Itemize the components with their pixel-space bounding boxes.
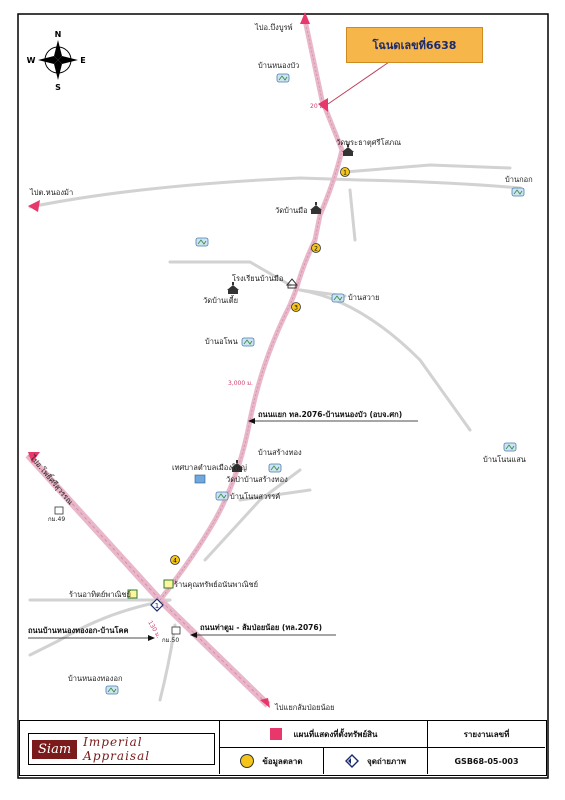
village-icons <box>105 73 525 695</box>
village-icon <box>268 463 282 473</box>
km-post-icon <box>54 506 64 515</box>
village-icon <box>331 293 345 303</box>
brand-cell: Siam Imperial Appraisal <box>20 721 220 774</box>
market-marker-3: 3 <box>291 302 301 312</box>
land-plot-legend-icon <box>269 728 282 740</box>
callout-pointer <box>327 59 393 105</box>
market-legend-icon <box>240 754 255 768</box>
svg-text:1: 1 <box>343 170 347 177</box>
label-shop-thai: ร้านอาทิตย์พาณิชย์ <box>69 590 131 599</box>
village-icon <box>215 491 229 501</box>
distance-20m: 20 ม. <box>310 103 325 110</box>
land-plot-marker <box>318 98 328 112</box>
label-municipality: เทศบาลตำบลเมืองใหญ่ <box>172 463 247 472</box>
arrow-north <box>300 12 310 24</box>
to-nong-hong-label: ไปต.หนองม้า <box>29 188 73 197</box>
legend-land-map: แผนที่แสดงที่ตั้งทรัพย์สิน <box>220 721 428 748</box>
legend-report-label: รายงานเลขที่ <box>428 721 545 748</box>
road-annotation-nong-thong: ถนนบ้านหนองทองอก-บ้านโคค <box>28 625 155 641</box>
km-markers <box>54 506 181 635</box>
arrow-southeast <box>260 698 270 708</box>
arrow-northwest <box>28 452 40 463</box>
temple-icon <box>227 282 239 294</box>
label-ban-kok: บ้านกอก <box>505 175 533 184</box>
village-icon <box>241 337 255 347</box>
compass-e: E <box>80 56 85 65</box>
village-icon <box>195 237 209 247</box>
svg-text:4: 4 <box>173 558 177 565</box>
village-icon <box>105 685 119 695</box>
label-km49: กม.49 <box>48 516 65 523</box>
road-annotation-junction: ถนนแยก ทล.2076-บ้านหนองบัว (อบจ.ศก) <box>248 410 418 424</box>
temple-icons <box>227 144 354 472</box>
shop-icon <box>163 579 174 589</box>
village-icon <box>511 187 525 197</box>
brand-logo: Siam Imperial Appraisal <box>28 733 215 765</box>
km-post-icon <box>171 626 181 635</box>
label-wat-sang-thong: วัดป่าบ้านสร้างทอง <box>226 475 288 484</box>
svg-text:ถนนบ้านหนองทองอก-บ้านโคค: ถนนบ้านหนองทองอก-บ้านโคค <box>28 625 129 635</box>
svg-text:ถนนแยก ทล.2076-บ้านหนองบัว (อบ: ถนนแยก ทล.2076-บ้านหนองบัว (อบจ.ศก) <box>258 410 402 419</box>
temple-icon <box>310 202 322 214</box>
photo-point-text: จุดถ่ายภาพ <box>367 756 406 766</box>
village-icon <box>276 73 290 83</box>
legend-market: ข้อมูลตลาด <box>220 748 324 774</box>
market-data-text: ข้อมูลตลาด <box>262 756 303 766</box>
label-school-ban-mue: โรงเรียนบ้านมือ <box>232 274 283 283</box>
land-title-callout: โฉนดเลขที่6638 <box>346 27 483 63</box>
svg-text:2: 2 <box>314 246 318 253</box>
school-icon <box>285 278 299 289</box>
label-km50: กม.50 <box>162 637 179 644</box>
market-marker-2: 2 <box>311 243 321 253</box>
photo-point-marker: 1 <box>150 598 164 612</box>
svg-text:ถนนท่าตูม - ส้มป่อยน้อย (ทล.20: ถนนท่าตูม - ส้มป่อยน้อย (ทล.2076) <box>200 623 322 633</box>
photo-point-legend-icon <box>345 754 360 768</box>
arrow-west <box>28 200 40 212</box>
label-ban-o-phon: บ้านอโพน <box>205 337 238 346</box>
report-no-label: รายงานเลขที่ <box>463 729 510 739</box>
compass-s: S <box>55 83 61 92</box>
village-icon <box>503 442 517 452</box>
road-annotation-tha-tum: ถนนท่าตูม - ส้มป่อยน้อย (ทล.2076) <box>190 623 336 638</box>
shop-icon <box>127 589 138 599</box>
compass-w: W <box>27 56 36 65</box>
callout-label: โฉนดเลขที่6638 <box>372 39 457 52</box>
photo-point-number: 1 <box>155 602 159 610</box>
market-marker-4: 4 <box>170 555 180 565</box>
label-ban-sang-thong: บ้านสร้างทอง <box>258 448 302 457</box>
label-wat-phrathat: วัดพระธาตุศรีโสภณ <box>336 138 401 147</box>
svg-text:3: 3 <box>294 305 298 312</box>
compass-n: N <box>55 30 62 39</box>
label-wat-ban-mue: วัดบ้านมือ <box>275 206 308 215</box>
legend-photo: จุดถ่ายภาพ <box>324 748 428 774</box>
label-shop-kunsap: ร้านคุณทรัพย์อนันพาณิชย์ <box>174 580 258 589</box>
brand-siam: Siam <box>32 739 78 759</box>
map-frame <box>17 13 549 779</box>
compass-rose: N S E W <box>27 30 86 92</box>
label-wat-ban-tiao: วัดบ้านเตี้ย <box>203 295 238 305</box>
brand-rest: Imperial Appraisal <box>83 735 151 763</box>
label-ban-non-saen: บ้านโนนแสน <box>483 455 526 464</box>
shop-icons <box>127 579 174 599</box>
to-pho-si-label: ไปอ.โพธิ์ศรีสุวรรณ <box>28 452 76 506</box>
temple-icon <box>342 144 354 156</box>
label-ban-nong-thong: บ้านหนองทองอก <box>68 674 123 683</box>
label-ban-suai: บ้านสวาย <box>348 293 380 302</box>
distance-3000m: 3,000 ม. <box>228 380 253 387</box>
temple-icon <box>231 460 243 472</box>
direction-arrows <box>28 12 310 708</box>
land-map-text: แผนที่แสดงที่ตั้งทรัพย์สิน <box>293 729 378 739</box>
to-sam-yaek-label: ไปแยกส้มป่อยน้อย <box>274 703 335 712</box>
legend-panel: Siam Imperial Appraisal แผนที่แสดงที่ตั้… <box>19 720 547 776</box>
report-no: GSB68-05-003 <box>454 756 519 766</box>
municipality-icon <box>194 474 206 484</box>
label-ban-non-sawan: บ้านโนนสวรรค์ <box>230 492 280 501</box>
market-markers: 1 2 3 4 <box>170 167 350 565</box>
minor-roads <box>28 163 522 702</box>
to-bueng-bun-label: ไปอ.บึงบูรพ์ <box>254 23 293 32</box>
legend-report-number: GSB68-05-003 <box>428 748 545 774</box>
market-marker-1: 1 <box>340 167 350 177</box>
label-nong-bua: บ้านหนองบัว <box>258 61 299 70</box>
